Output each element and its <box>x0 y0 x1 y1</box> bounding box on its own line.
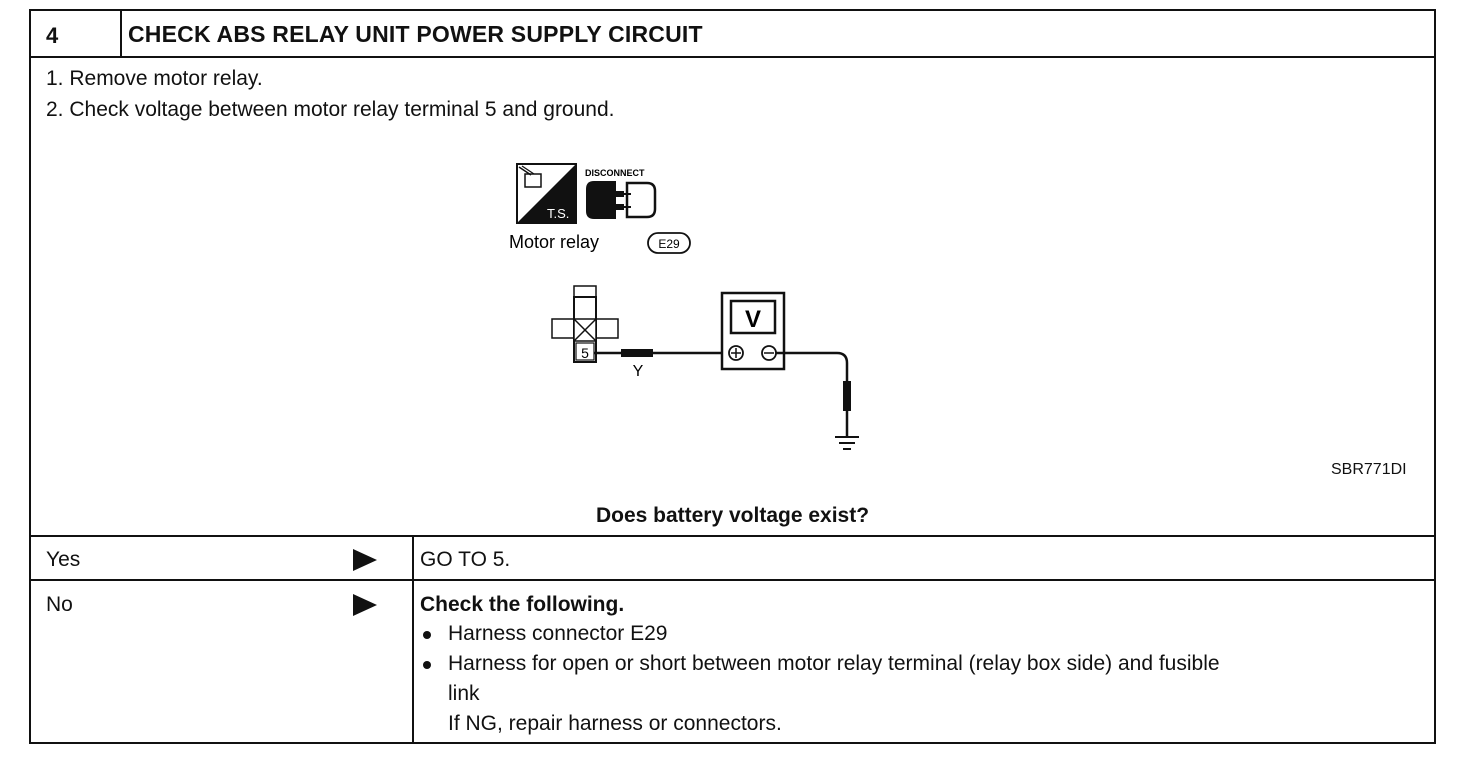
ground-lead <box>776 351 849 437</box>
probe-negative <box>843 381 851 411</box>
connector-id-badge: E29 <box>647 232 691 254</box>
no-heading: Check the following. <box>420 593 625 616</box>
check-item-2: Harness for open or short between motor … <box>448 652 1220 675</box>
ts-label: T.S. <box>547 206 569 221</box>
figure-code: SBR771DI <box>1331 461 1407 478</box>
no-arrow-icon <box>353 594 377 616</box>
terminal-number: 5 <box>581 345 589 361</box>
step-2: 2. Check voltage between motor relay ter… <box>46 98 615 121</box>
ground-icon <box>835 436 859 450</box>
step-1: 1. Remove motor relay. <box>46 67 263 90</box>
yes-label: Yes <box>46 548 81 571</box>
step-number: 4 <box>46 23 59 48</box>
repair-note: If NG, repair harness or connectors. <box>448 712 782 735</box>
table-header: 4 CHECK ABS RELAY UNIT POWER SUPPLY CIRC… <box>31 11 1434 58</box>
component-label: Motor relay <box>509 232 599 252</box>
bullet-icon <box>423 661 431 669</box>
check-item-1: Harness connector E29 <box>448 622 668 645</box>
disconnect-icon: DISCONNECT <box>585 168 657 219</box>
voltmeter: V <box>720 291 786 371</box>
disconnect-label: DISCONNECT <box>585 168 645 178</box>
yes-arrow-icon <box>353 549 377 571</box>
procedure-table: 4 CHECK ABS RELAY UNIT POWER SUPPLY CIRC… <box>29 9 1436 744</box>
wiring-diagram: T.S. DISCONNECT Motor relay E29 <box>509 163 859 450</box>
yes-action: GO TO 5. <box>420 548 511 571</box>
probe-positive <box>621 349 653 357</box>
divider-question <box>31 535 1434 537</box>
question: Does battery voltage exist? <box>595 504 870 527</box>
header-divider <box>120 11 122 56</box>
result-column-divider <box>412 536 414 744</box>
no-label: No <box>46 593 73 616</box>
relay-connector: 5 <box>551 285 619 363</box>
check-item-2-cont: link <box>448 682 480 705</box>
section-title: CHECK ABS RELAY UNIT POWER SUPPLY CIRCUI… <box>128 21 703 47</box>
ts-icon: T.S. <box>516 163 577 224</box>
bullet-icon <box>423 631 431 639</box>
wire-color-label: Y <box>633 363 644 380</box>
meter-symbol: V <box>745 306 761 333</box>
divider-yes-no <box>31 579 1434 581</box>
connector-id: E29 <box>658 237 680 251</box>
